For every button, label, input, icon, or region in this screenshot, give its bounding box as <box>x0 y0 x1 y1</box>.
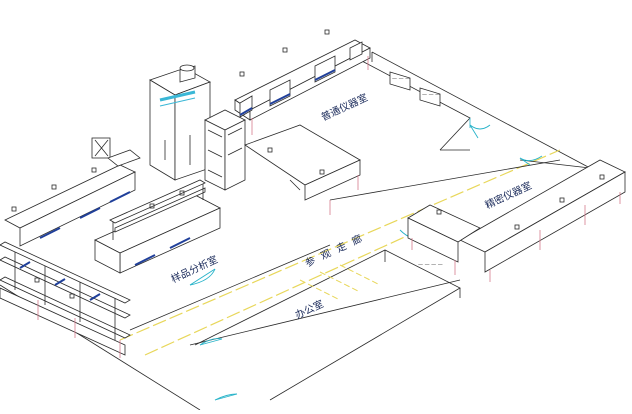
fume-hood <box>149 64 211 181</box>
general-room-walls <box>359 59 471 151</box>
side-bench-general <box>244 124 361 215</box>
doors <box>189 124 543 401</box>
back-bench-general <box>234 29 371 135</box>
front-left-bench <box>0 241 131 358</box>
precision-bench <box>459 159 626 282</box>
wall-sign-a: — — — <box>392 76 411 82</box>
left-wall-bench <box>4 137 141 247</box>
precision-side-bench <box>407 204 481 275</box>
office-room <box>194 249 461 401</box>
corridor <box>119 149 561 356</box>
tall-cabinet <box>204 109 246 191</box>
corridor-sign: — — — — <box>418 262 443 268</box>
island-bench <box>94 179 221 274</box>
wall-sign-b: — — — <box>422 92 441 98</box>
wall-signs <box>389 71 441 107</box>
